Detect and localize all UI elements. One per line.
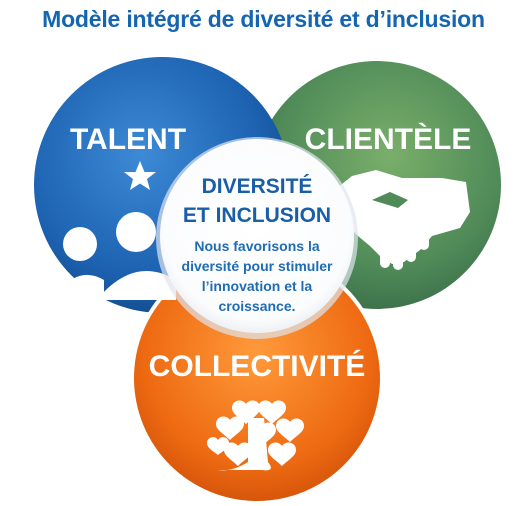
people-star-icon — [60, 161, 176, 300]
center-body-line1: Nous favorisons la — [194, 238, 319, 254]
center-body-line2: diversité pour stimuler — [182, 258, 333, 274]
center-heading-line1: DIVERSITÉ — [202, 175, 313, 198]
center-circle — [160, 139, 354, 333]
collectivite-label: COLLECTIVITÉ — [149, 349, 366, 383]
clientele-label: CLIENTÈLE — [305, 122, 472, 156]
heart-tree-icon — [207, 400, 304, 471]
talent-label: TALENT — [70, 123, 186, 156]
center-body-line4: croissance. — [218, 298, 295, 314]
handshake-icon — [327, 170, 470, 270]
center-body-line3: l’innovation et la — [202, 278, 313, 294]
center-heading-line2: ET INCLUSION — [183, 204, 331, 227]
page-title: Modèle intégré de diversité et d’inclusi… — [42, 6, 485, 32]
